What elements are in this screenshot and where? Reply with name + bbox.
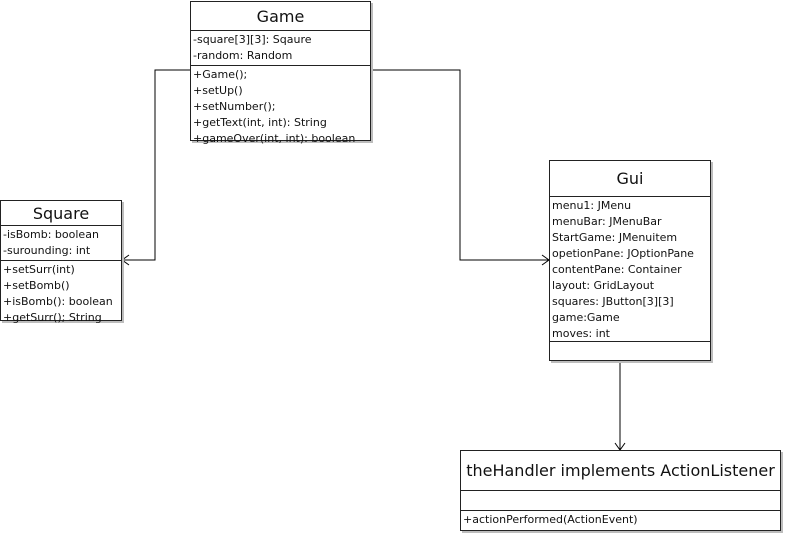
attribute: layout: GridLayout — [552, 279, 655, 292]
attribute: menu1: JMenu — [552, 199, 632, 212]
attribute: -surounding: int — [3, 244, 91, 257]
method: +setUp() — [193, 84, 243, 97]
class-name: Game — [191, 2, 370, 31]
method: +setNumber(); — [193, 100, 276, 113]
attribute: opetionPane: JOptionPane — [552, 247, 694, 260]
class-square[interactable]: Square -isBomb: boolean -surounding: int… — [0, 200, 122, 324]
method: +actionPerformed(ActionEvent) — [463, 513, 638, 526]
attribute: contentPane: Container — [552, 263, 682, 276]
attribute: StartGame: JMenuitem — [552, 231, 678, 244]
method: +setSurr(int) — [3, 263, 75, 276]
class-gui[interactable]: Gui menu1: JMenu menuBar: JMenuBar Start… — [549, 160, 711, 361]
class-thehandler[interactable]: theHandler implements ActionListener +ac… — [460, 450, 781, 531]
method: +getSurr(); String — [3, 311, 102, 324]
class-name: Gui — [550, 161, 710, 197]
attributes-section — [461, 491, 780, 511]
attributes-section: menu1: JMenu menuBar: JMenuBar StartGame… — [550, 197, 710, 342]
method: +setBomb() — [3, 279, 70, 292]
class-game[interactable]: Game -square[3][3]: Sqaure -random: Rand… — [190, 1, 371, 145]
method: +getText(int, int): String — [193, 116, 327, 129]
attribute: -random: Random — [193, 49, 293, 62]
attributes-section: -square[3][3]: Sqaure -random: Random — [191, 31, 370, 66]
attribute: squares: JButton[3][3] — [552, 295, 674, 308]
method: +Game(); — [193, 68, 248, 81]
association-game-gui — [371, 69, 549, 261]
association-game-square — [122, 69, 190, 261]
methods-section — [550, 342, 710, 360]
methods-section: +Game(); +setUp() +setNumber(); +getText… — [191, 66, 370, 148]
methods-section: +actionPerformed(ActionEvent) — [461, 511, 780, 529]
method: +isBomb(): boolean — [3, 295, 113, 308]
method: +gameOver(int, int): boolean — [193, 132, 356, 145]
attribute: -square[3][3]: Sqaure — [193, 33, 312, 46]
attribute: menuBar: JMenuBar — [552, 215, 662, 228]
attribute: game:Game — [552, 311, 620, 324]
methods-section: +setSurr(int) +setBomb() +isBomb(): bool… — [1, 261, 121, 327]
class-name: Square — [1, 201, 121, 226]
attribute: moves: int — [552, 327, 610, 340]
class-name: theHandler implements ActionListener — [461, 451, 780, 491]
attribute: -isBomb: boolean — [3, 228, 99, 241]
attributes-section: -isBomb: boolean -surounding: int — [1, 226, 121, 261]
arrowhead-square — [121, 254, 130, 266]
